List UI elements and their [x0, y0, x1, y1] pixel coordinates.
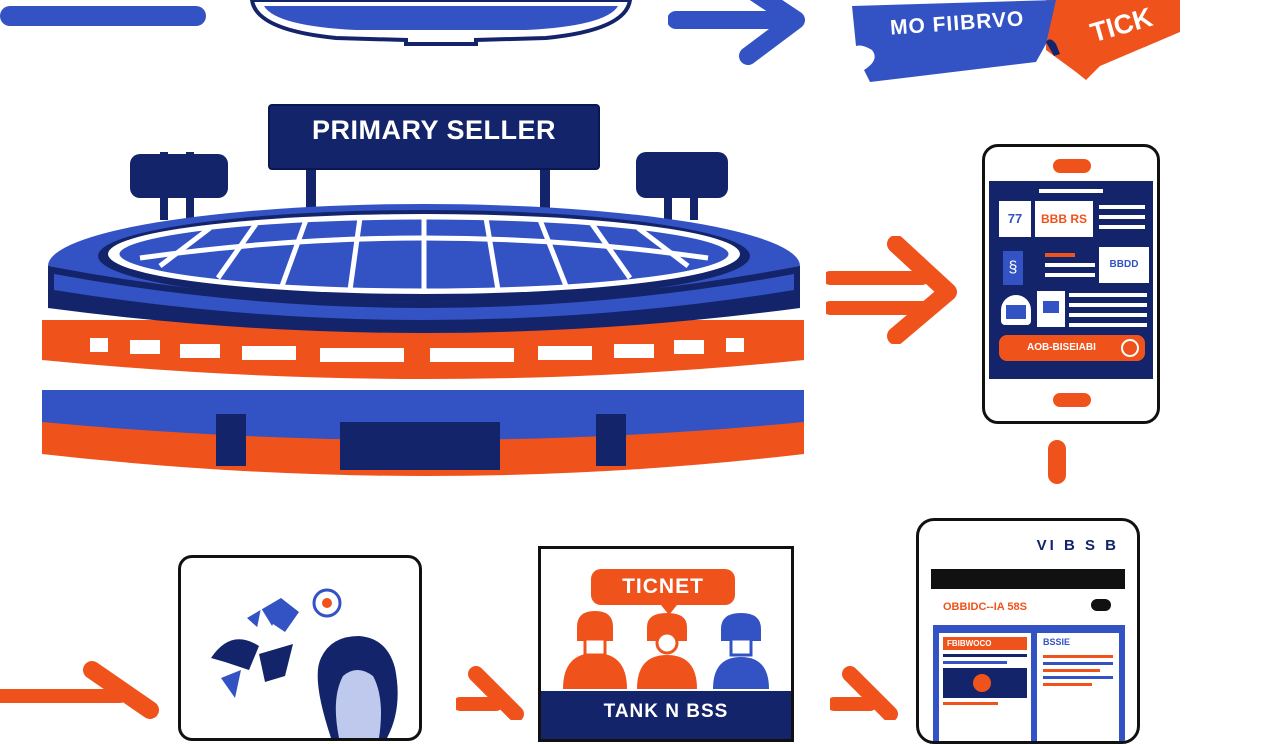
- primary-seller-sign: PRIMARY SELLER: [268, 104, 600, 170]
- fans-panel: [178, 555, 422, 741]
- phone-screen: 77 BBB RS § BBDD: [989, 181, 1153, 379]
- app-list-lines: [1099, 205, 1145, 235]
- floodlight-left: [130, 152, 228, 220]
- stadium-illustration: [42, 152, 804, 476]
- arrow-icon: [0, 661, 159, 719]
- mobile-app-phone: 77 BBB RS § BBDD: [982, 144, 1160, 424]
- arrow-icon: [668, 0, 805, 65]
- app-card: BBB RS: [1035, 201, 1093, 237]
- app-card: [1037, 291, 1065, 327]
- arrow-icon: [826, 236, 957, 344]
- top-left-bar: [0, 6, 206, 26]
- doc-right-panel: BSSIE: [1037, 633, 1119, 741]
- ticnet-bubble-label: TICNET: [622, 575, 704, 598]
- screen-top-strip: [1039, 189, 1103, 193]
- booth-banner: TANK N BSS: [541, 691, 791, 739]
- app-card: BBDD: [1099, 247, 1149, 283]
- app-list-lines: [1045, 253, 1095, 277]
- connector-bar: [1048, 440, 1066, 484]
- ticket-graphic: MO FIIBRVO TICK: [850, 0, 1180, 92]
- ticket-phone-doc: FBIBWOCO BSSIE: [933, 625, 1125, 741]
- phone-speaker: [1053, 159, 1091, 173]
- booth-banner-label: TANK N BSS: [603, 701, 729, 722]
- phone-home-button: [1053, 393, 1091, 407]
- app-list-lines: [1069, 293, 1147, 327]
- ticket-phone-toggle: [1091, 599, 1111, 611]
- ticket-phone: VI B S B OBBIDC--IA 58S FBIBWOCO BSSIE: [916, 518, 1140, 744]
- ticket-phone-header: VI B S B: [1036, 537, 1119, 554]
- ticket-phone-title: OBBIDC--IA 58S: [943, 601, 1027, 613]
- app-action-button-ring: [1121, 339, 1139, 357]
- doc-right-label: BSSIE: [1043, 637, 1071, 647]
- people-icon: [563, 605, 769, 689]
- app-card: 77: [999, 201, 1031, 237]
- app-card-label: 77: [1007, 211, 1023, 226]
- app-card-label: BBDD: [1109, 259, 1139, 270]
- app-card: §: [1003, 251, 1023, 285]
- app-action-button[interactable]: AOB-BISEIABI: [999, 335, 1145, 361]
- stadium-mini-icon: [1001, 295, 1031, 325]
- arrow-icon: [456, 666, 524, 720]
- ticket-shape: [852, 0, 1180, 82]
- stadium-top-fragment: [249, 0, 633, 46]
- doc-left-panel: FBIBWOCO: [939, 633, 1031, 741]
- arrow-icon: [830, 666, 898, 720]
- ticket-phone-topbar: [931, 569, 1125, 589]
- doc-left-label: FBIBWOCO: [943, 637, 1027, 650]
- primary-seller-label: PRIMARY SELLER: [311, 115, 557, 145]
- fans-icon: [211, 588, 398, 738]
- ticnet-bubble: TICNET: [591, 569, 735, 605]
- floodlight-right: [636, 152, 728, 220]
- ticket-booth-panel: TICNET TANK N BSS: [538, 546, 794, 742]
- app-action-button-label: AOB-BISEIABI: [1027, 342, 1096, 353]
- app-card-label: BBB RS: [1040, 212, 1087, 226]
